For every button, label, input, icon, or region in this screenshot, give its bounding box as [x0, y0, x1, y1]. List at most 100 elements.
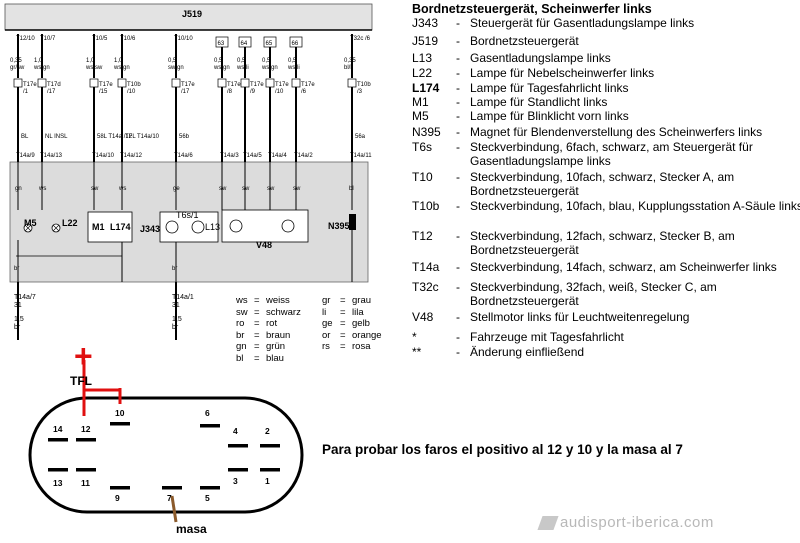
legend-description: Steuergerät für Gasentladungslampe links: [470, 16, 695, 30]
legend-dash: -: [456, 345, 460, 359]
l22-label: L22: [62, 218, 78, 228]
connector-pin-number: 1: [265, 476, 270, 486]
wire-color-label: ws/li: [287, 65, 300, 71]
inline-connector-icon: [37, 78, 47, 88]
inline-connector-pin: /3: [357, 89, 363, 95]
bottom-pin-label: T14a/1: [172, 294, 194, 301]
connector-pin-contact: [162, 486, 182, 490]
color-name: braun: [266, 329, 291, 341]
inline-connector-label: T17d: [47, 82, 61, 88]
housing-wire-color: sw: [267, 186, 275, 192]
color-equals: =: [254, 329, 260, 341]
legend-dash: -: [456, 66, 460, 80]
color-abbrev: gr: [322, 295, 331, 306]
legend-description: Änderung einfließend: [470, 345, 585, 359]
top-pin-label: T32c /6: [350, 36, 371, 42]
legend-dash: -: [456, 199, 460, 213]
inline-connector-label: T17e: [301, 82, 315, 88]
legend-code: **: [412, 345, 422, 359]
legend-code: L13: [412, 51, 433, 65]
tfl-label: TFL: [70, 374, 92, 388]
color-equals: =: [340, 341, 346, 352]
bottom-pin-label: T14a/7: [14, 294, 36, 301]
top-pin-label: 66: [292, 41, 299, 47]
housing-pin-label: T14a/3: [220, 153, 239, 159]
housing-pin-label: T14a/13: [40, 153, 63, 159]
inline-connector-icon: [117, 78, 127, 88]
test-instruction-text: Para probar los faros el positivo al 12 …: [322, 442, 683, 457]
legend-code: T6s: [412, 140, 433, 154]
legend-code: T10: [412, 170, 433, 184]
color-name: schwarz: [266, 306, 301, 318]
legend-description: Steckverbindung, 32fach, weiß, Stecker C…: [470, 280, 717, 308]
inline-connector-label: T10b: [357, 82, 371, 88]
color-equals: =: [254, 295, 260, 306]
housing-wire-color: sw: [242, 186, 250, 192]
j343-label: J343: [140, 224, 161, 234]
legend-code: L22: [412, 66, 433, 80]
housing-wire-color: sw: [293, 186, 301, 192]
inline-connector-icon: [89, 78, 99, 88]
connector-pin-number: 5: [205, 493, 210, 503]
color-abbrev: br: [236, 329, 245, 341]
color-equals: =: [254, 306, 260, 318]
inline-connector-icon: [171, 78, 181, 88]
color-equals: =: [340, 295, 346, 306]
color-abbrev: or: [322, 329, 331, 341]
bottom-pin-gauge: 1,5: [172, 316, 182, 323]
inline-connector-label: T17e: [227, 82, 241, 88]
top-pin-label: 65: [266, 41, 273, 47]
legend-dash: -: [456, 81, 460, 95]
legend-description: Stellmotor links für Leuchtweitenregelun…: [470, 310, 690, 324]
connector-pin-contact: [76, 468, 96, 472]
connector-pin-number: 12: [81, 424, 91, 434]
connector-pin-contact: [200, 486, 220, 490]
legend-description: Lampe für Standlicht links: [470, 95, 608, 109]
color-abbrev: gn: [236, 341, 247, 352]
wire-group: T12/100,35gr/swT17e/1BLT14a/9gnT10/71,0w…: [10, 34, 372, 340]
color-name: grün: [266, 341, 286, 352]
color-name: weiss: [266, 295, 290, 306]
connector-pin-number: 2: [265, 426, 270, 436]
watermark-text: audisport-iberica.com: [560, 514, 714, 531]
wire-function-label: BL: [21, 134, 29, 140]
connector-pin-group: [48, 422, 280, 490]
housing-pin-label: T14a/6: [174, 153, 193, 159]
l22-lamp-icon: [51, 223, 61, 233]
inline-connector-icon: [13, 78, 23, 88]
top-pin-label: 63: [218, 41, 225, 47]
bottom-pin-number: 31: [14, 302, 22, 309]
legend-dash: -: [456, 170, 460, 184]
legend-code: T14a: [412, 260, 440, 274]
wire-function-label: 56b: [179, 134, 190, 140]
legend-description: Steckverbindung, 14fach, schwarz, am Sch…: [470, 260, 777, 274]
legend-code: V48: [412, 310, 434, 324]
legend-description: Steckverbindung, 6fach, schwarz, am Steu…: [470, 140, 753, 168]
v48-motor-icon: [281, 219, 295, 233]
legend-dash: -: [456, 95, 460, 109]
inline-connector-icon: [240, 78, 250, 88]
legend-description: Steckverbindung, 10fach, schwarz, Stecke…: [470, 170, 735, 198]
bottom-pin-color: br: [14, 324, 21, 331]
wire-function-label: 56a: [355, 134, 366, 140]
connector-pin-number: 6: [205, 408, 210, 418]
connector-pin-number: 4: [233, 426, 238, 436]
legend-code: *: [412, 330, 417, 344]
j519-label: J519: [182, 9, 202, 19]
masa-label: masa: [176, 522, 207, 536]
m5-label: M5: [24, 218, 37, 228]
legend-dash: -: [456, 125, 460, 139]
inline-connector-pin: /17: [47, 89, 56, 95]
wire-gauge-label: 1,0: [86, 58, 95, 64]
bottom-pin-number: 31: [172, 302, 180, 309]
wire-color-label: ws/gn: [33, 65, 50, 71]
ground-wire-color: br: [172, 266, 177, 272]
inline-connector-icon: [347, 78, 357, 88]
wire-color-label: ws/li: [236, 65, 249, 71]
color-name: orange: [352, 329, 382, 341]
housing-pin-label: T14a/10: [92, 153, 115, 159]
n395-label: N395: [328, 221, 350, 231]
inline-connector-pin: /17: [181, 89, 190, 95]
legend-description: Steckverbindung, 10fach, blau, Kupplungs…: [470, 199, 800, 213]
color-equals: =: [254, 318, 260, 329]
